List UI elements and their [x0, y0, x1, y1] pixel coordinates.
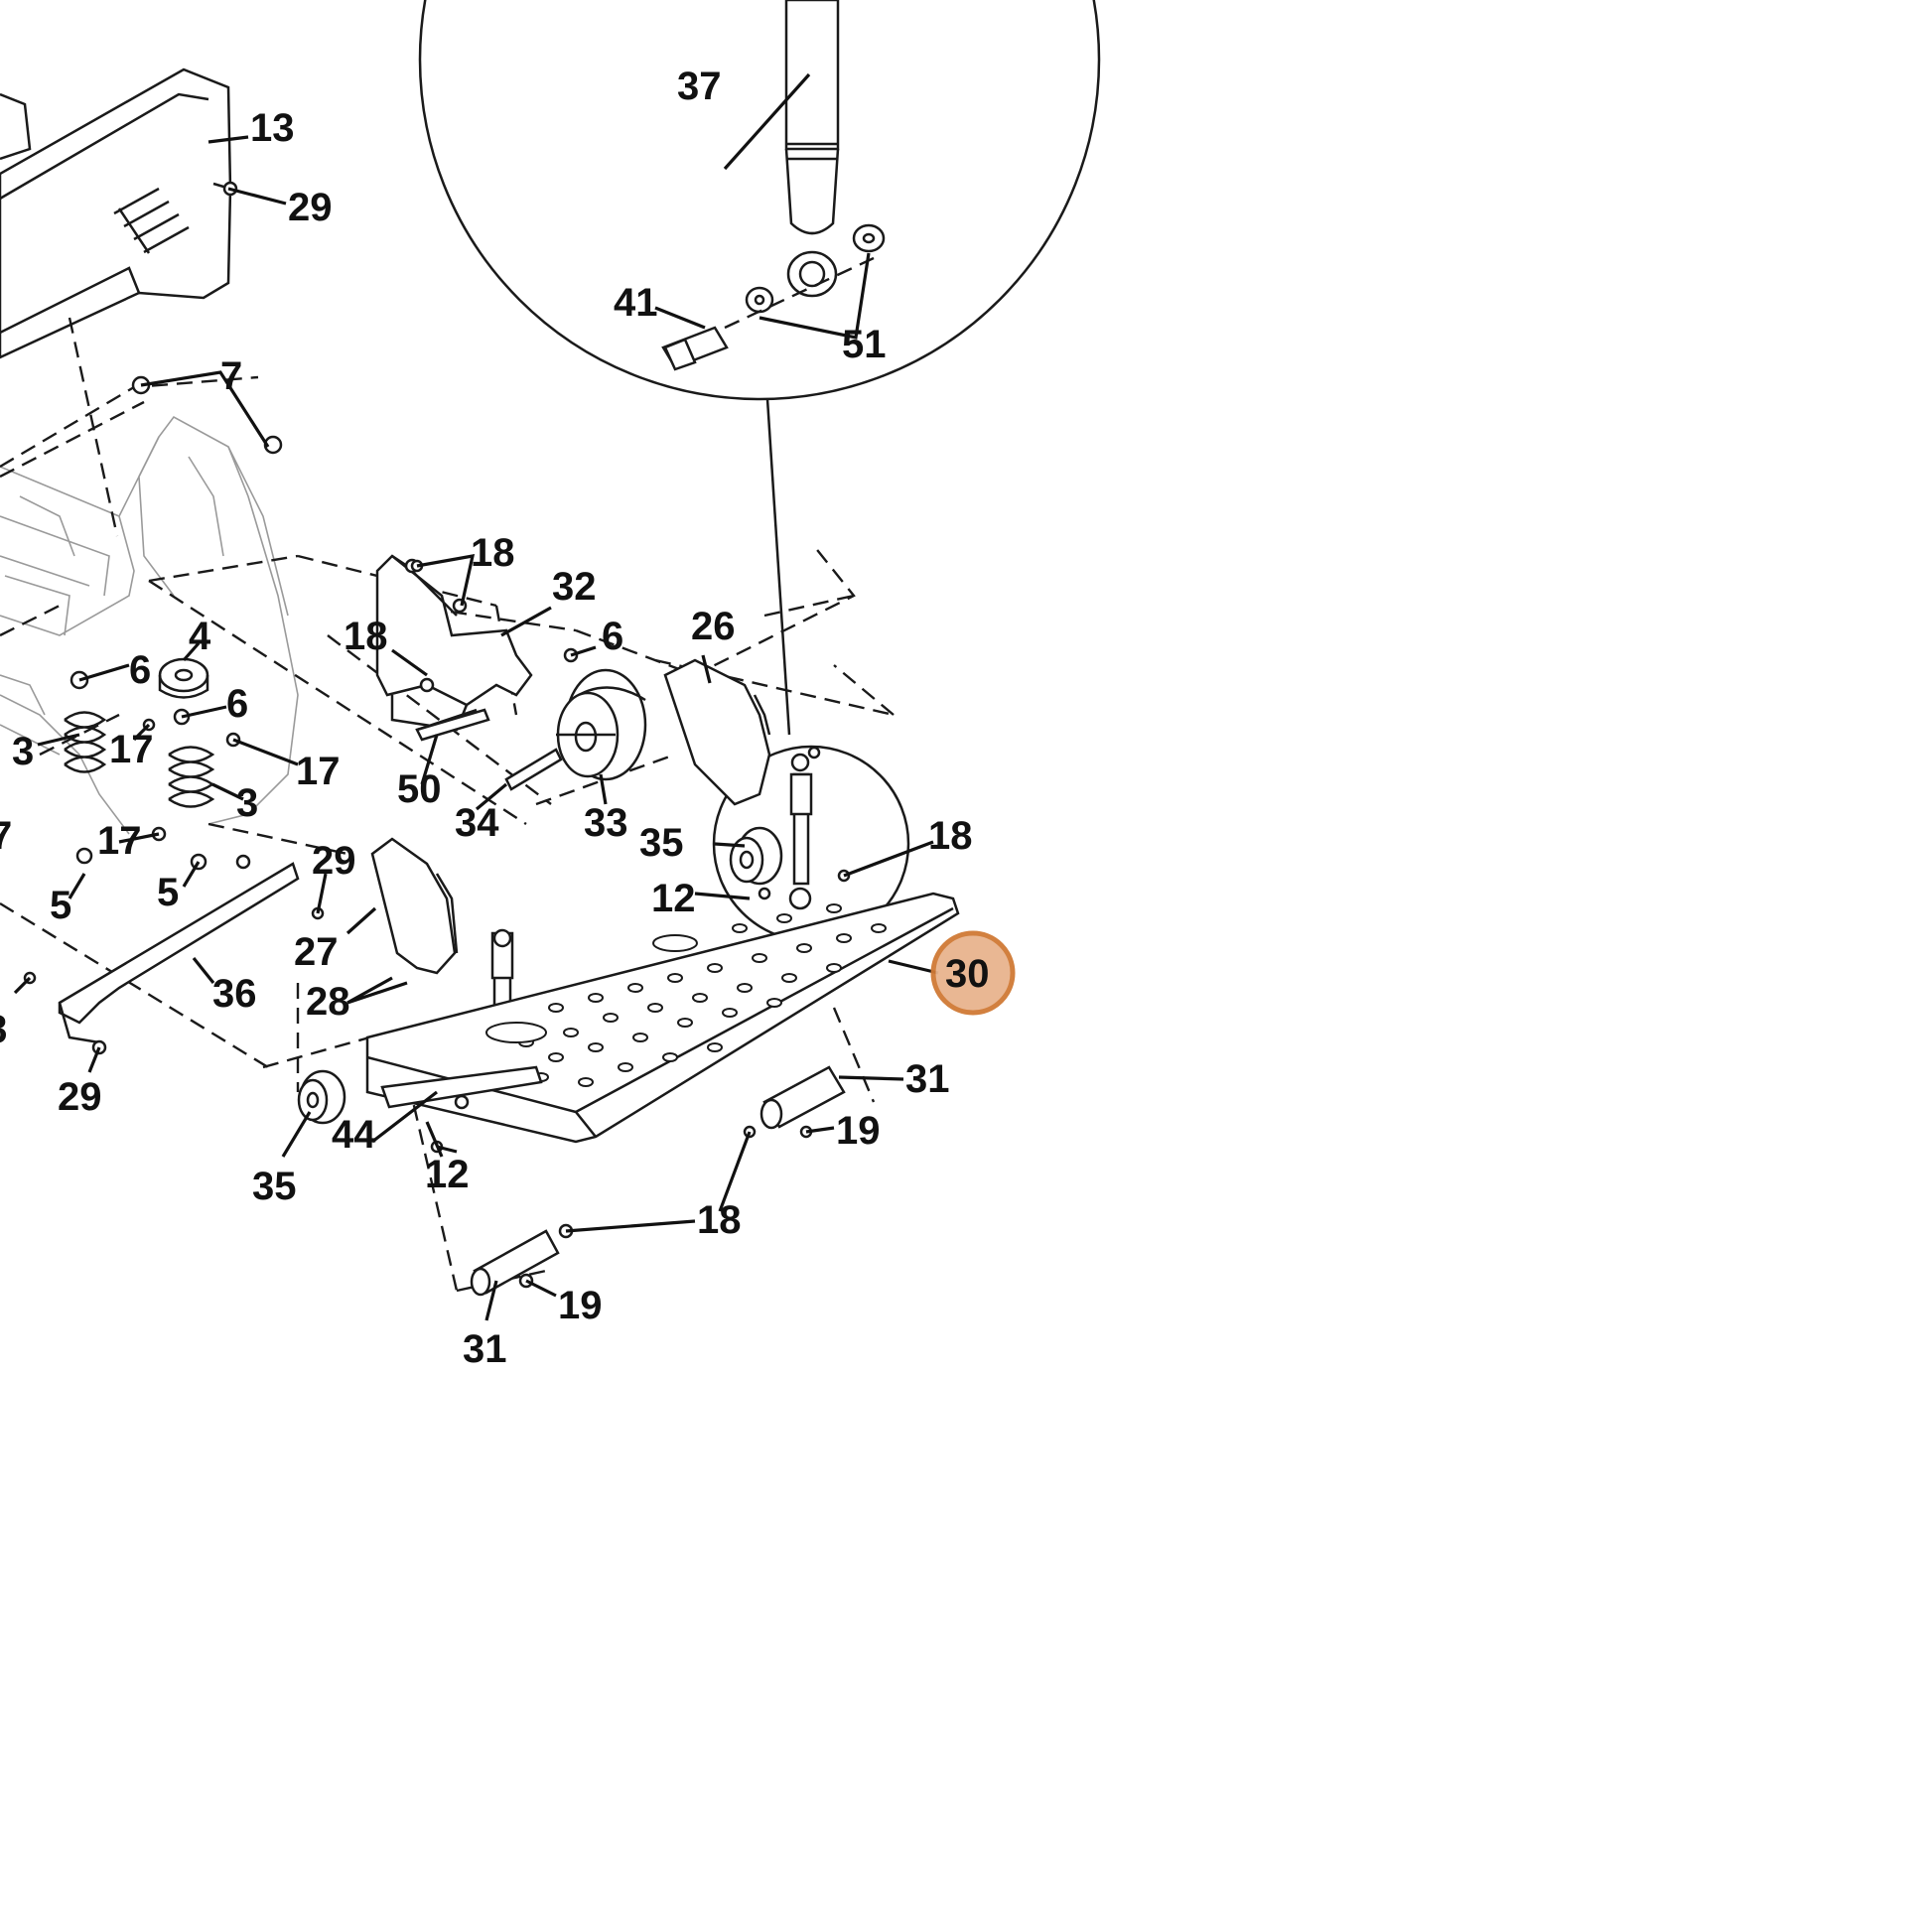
callout-29[interactable]: 29 [288, 186, 333, 229]
callout-36[interactable]: 36 [212, 972, 257, 1016]
callout-50[interactable]: 50 [397, 767, 442, 811]
callout-28[interactable]: 28 [306, 980, 350, 1024]
callout-35[interactable]: 35 [252, 1165, 297, 1208]
spring-right [168, 746, 215, 808]
callout-18[interactable]: 18 [471, 531, 515, 575]
callout-5[interactable]: 5 [50, 884, 71, 927]
callout-51[interactable]: 51 [842, 323, 887, 366]
callout-19[interactable]: 19 [836, 1109, 881, 1153]
shock-assembled [788, 753, 813, 910]
callout-labels: 13 29 7 37 41 51 18 32 18 6 26 4 6 6 3 1… [0, 65, 990, 1371]
ghost-chassis [0, 415, 299, 835]
frame-panel [0, 68, 232, 359]
callout-6[interactable]: 6 [129, 648, 151, 692]
callout-33[interactable]: 33 [584, 801, 628, 845]
callout-26[interactable]: 26 [691, 605, 736, 648]
callout-18[interactable]: 18 [928, 814, 973, 858]
callout-6[interactable]: 6 [602, 615, 623, 658]
callout-30[interactable]: 30 [945, 952, 990, 996]
callout-3[interactable]: 3 [12, 730, 34, 773]
wheel [556, 668, 647, 781]
callout-31[interactable]: 31 [905, 1057, 950, 1101]
callout-13[interactable]: 13 [250, 106, 295, 150]
callout-44[interactable]: 44 [332, 1113, 376, 1157]
callout-18[interactable]: 18 [697, 1198, 742, 1242]
guard-plate [663, 658, 771, 806]
cross-tube [297, 1065, 543, 1125]
axle-pin [504, 748, 563, 791]
callout-32[interactable]: 32 [552, 565, 597, 609]
callout-17[interactable]: 17 [109, 728, 154, 771]
callout-19[interactable]: 19 [558, 1284, 603, 1327]
pin-31-upper [759, 1065, 846, 1130]
spring-left [64, 711, 107, 773]
side-bar [58, 862, 300, 1044]
callout-17[interactable]: 17 [97, 819, 142, 863]
callout-27[interactable]: 27 [294, 930, 339, 974]
detail-inset [418, 0, 1101, 736]
callout-12[interactable]: 12 [651, 877, 696, 920]
callout-5[interactable]: 5 [157, 871, 179, 914]
plate-holes [485, 903, 887, 1087]
pin-31-lower [470, 1229, 560, 1297]
callout-31[interactable]: 31 [463, 1327, 507, 1371]
highlight-marker[interactable] [930, 930, 1016, 1016]
callout-35[interactable]: 35 [639, 821, 684, 865]
callout-12[interactable]: 12 [425, 1153, 470, 1196]
assembly-dash-lines [0, 317, 895, 1293]
callout-18[interactable]: 18 [344, 615, 388, 658]
bushing-35-upper [729, 826, 783, 886]
callout-17[interactable]: 17 [296, 750, 341, 793]
callout-7[interactable]: 7 [0, 814, 12, 858]
guard-27 [370, 837, 459, 975]
leader-lines [13, 72, 939, 1321]
bushing-4 [158, 657, 209, 699]
callout-41[interactable]: 41 [614, 281, 658, 325]
callout-29[interactable]: 29 [58, 1075, 102, 1119]
callout-34[interactable]: 34 [455, 801, 499, 845]
callout-4[interactable]: 4 [189, 615, 211, 658]
callout-6[interactable]: 6 [226, 682, 248, 726]
callout-3[interactable]: 3 [236, 781, 258, 825]
callout-8[interactable]: 8 [0, 1008, 7, 1051]
callout-29[interactable]: 29 [312, 839, 356, 883]
callout-37[interactable]: 37 [677, 65, 722, 108]
callout-7[interactable]: 7 [220, 354, 242, 398]
bracket-assembly [375, 554, 533, 742]
